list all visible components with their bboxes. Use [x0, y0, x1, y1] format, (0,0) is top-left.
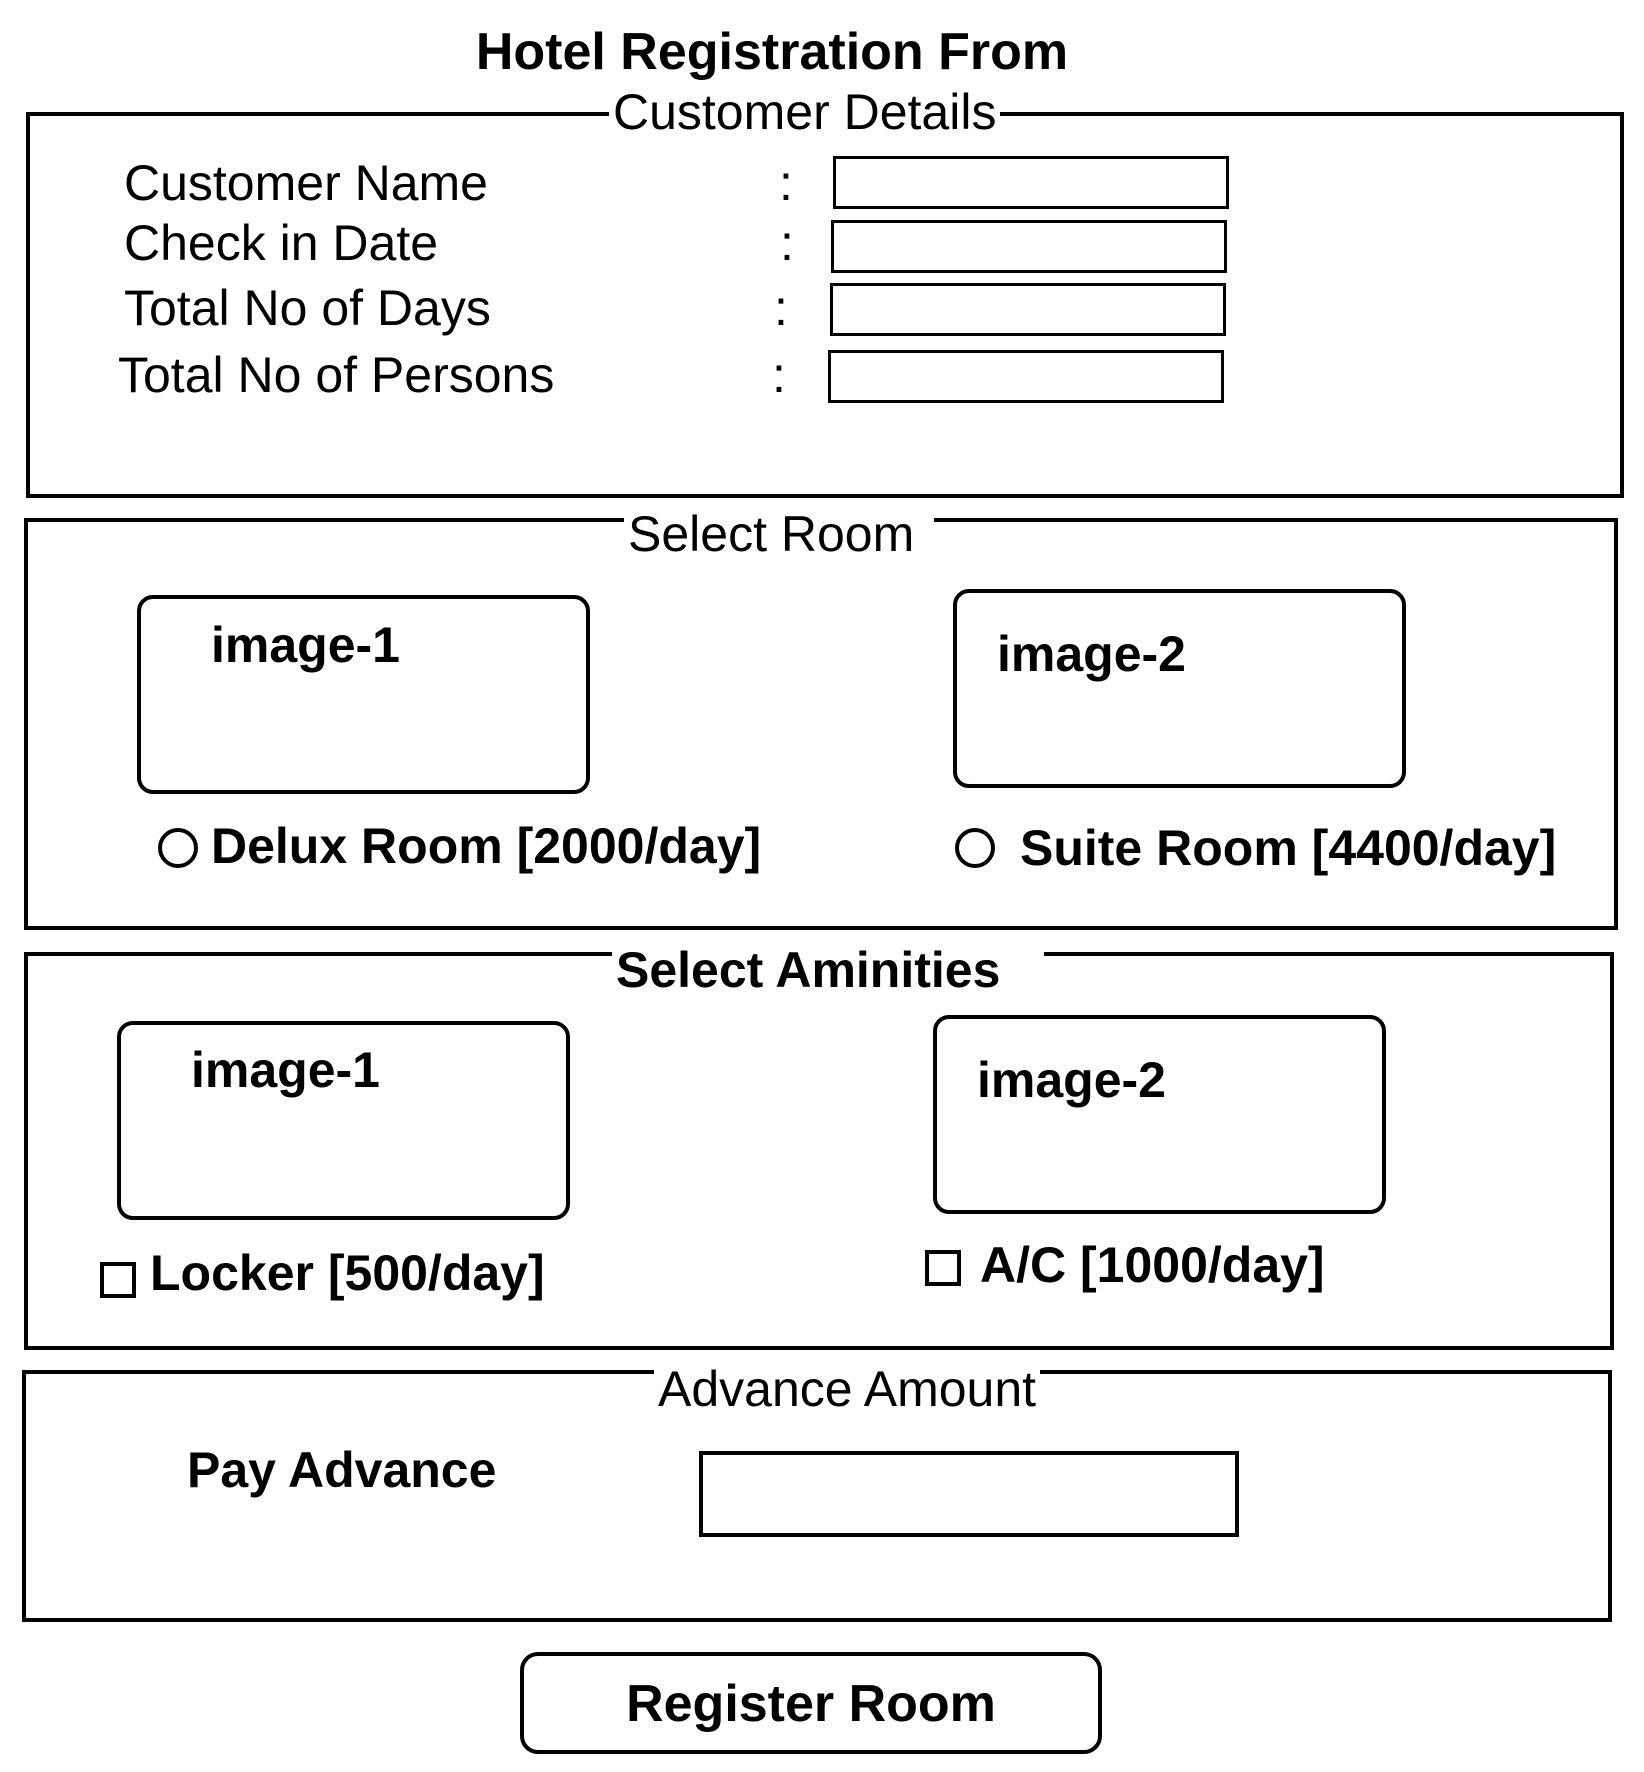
suite-room-label[interactable]: Suite Room [4400/day]: [1020, 820, 1557, 876]
register-room-button[interactable]: Register Room: [520, 1652, 1102, 1754]
customer-details-legend: Customer Details: [609, 84, 1001, 140]
select-amenities-legend: Select Aminities: [612, 942, 1045, 998]
advance-amount-legend: Advance Amount: [654, 1361, 1041, 1417]
customer-name-label: Customer Name: [124, 155, 488, 211]
page-title: Hotel Registration From: [475, 23, 1069, 81]
locker-image-label: image-1: [191, 1042, 380, 1098]
locker-image[interactable]: [117, 1021, 570, 1220]
check-in-date-label: Check in Date: [124, 215, 439, 271]
suite-room-image-label: image-2: [997, 626, 1186, 682]
pay-advance-input[interactable]: [699, 1451, 1239, 1537]
delux-room-image-label: image-1: [211, 617, 400, 673]
check-in-date-colon: :: [780, 215, 794, 271]
customer-name-colon: :: [779, 155, 793, 211]
delux-room-image[interactable]: [137, 595, 590, 794]
total-persons-input[interactable]: [828, 350, 1224, 403]
locker-label[interactable]: Locker [500/day]: [150, 1245, 545, 1301]
pay-advance-label: Pay Advance: [187, 1442, 497, 1498]
total-persons-colon: :: [772, 347, 786, 403]
suite-room-image[interactable]: [953, 589, 1406, 788]
locker-checkbox[interactable]: [100, 1262, 136, 1298]
total-persons-label: Total No of Persons: [118, 347, 555, 403]
total-days-input[interactable]: [830, 283, 1226, 336]
total-days-label: Total No of Days: [124, 280, 491, 336]
customer-name-input[interactable]: [833, 156, 1229, 209]
ac-checkbox[interactable]: [925, 1250, 961, 1286]
check-in-date-input[interactable]: [831, 220, 1227, 273]
ac-image-label: image-2: [977, 1052, 1166, 1108]
register-room-button-label: Register Room: [626, 1675, 996, 1733]
suite-room-radio[interactable]: [955, 828, 995, 868]
delux-room-radio[interactable]: [158, 828, 198, 868]
total-days-colon: :: [774, 280, 788, 336]
delux-room-label[interactable]: Delux Room [2000/day]: [211, 818, 762, 874]
select-room-legend: Select Room: [624, 506, 935, 562]
ac-image[interactable]: [933, 1015, 1386, 1214]
ac-label[interactable]: A/C [1000/day]: [980, 1237, 1325, 1293]
